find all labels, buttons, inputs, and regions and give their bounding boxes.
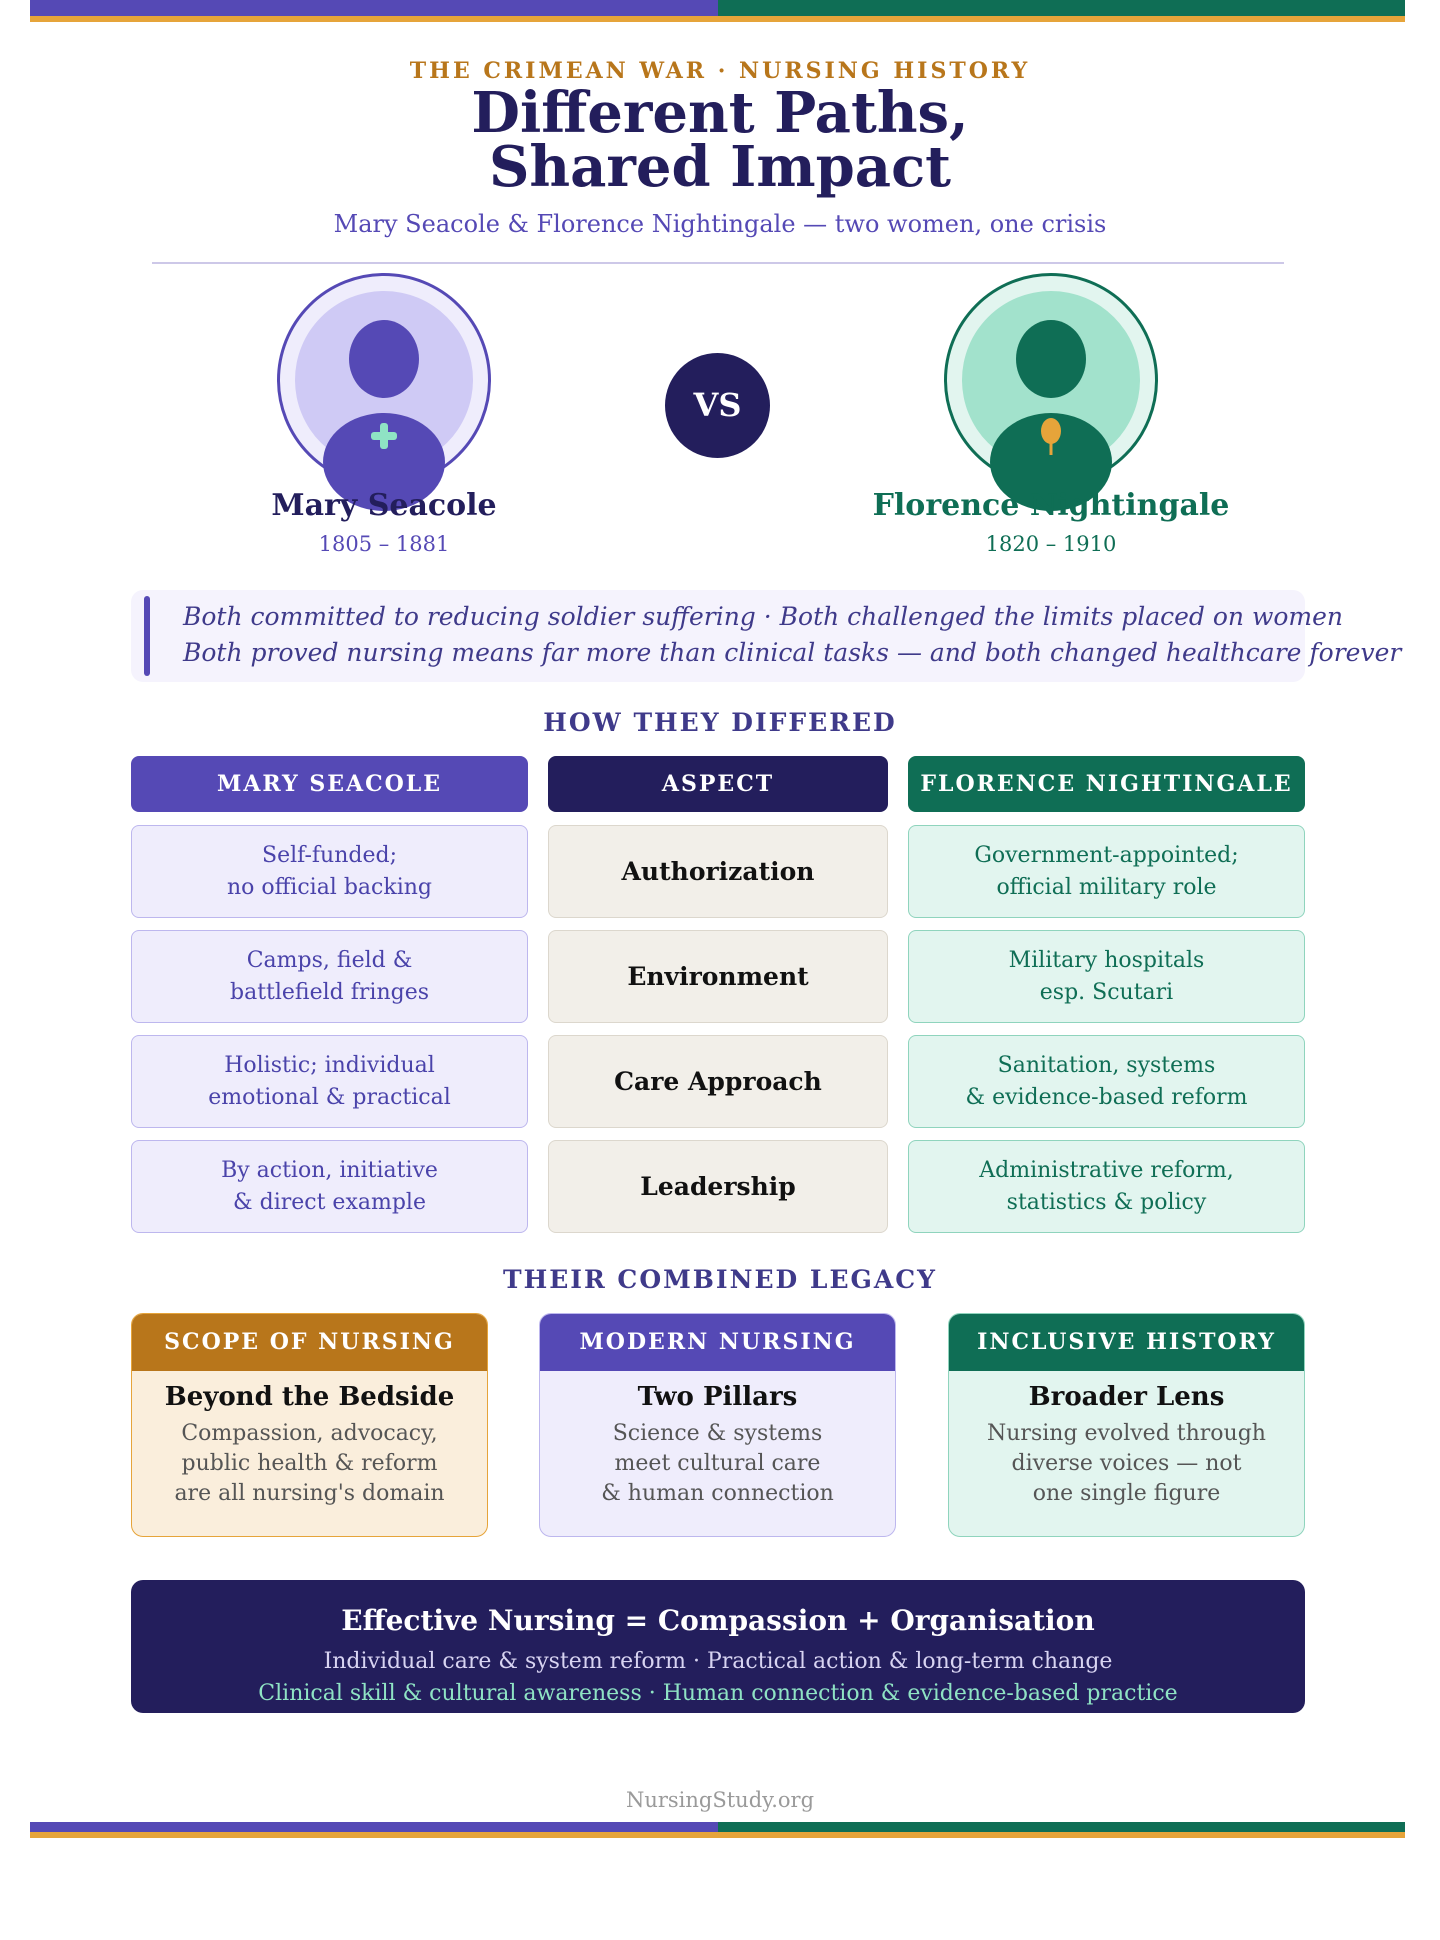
column-header-florence-nightingale: FLORENCE NIGHTINGALE [908, 756, 1305, 812]
kicker: THE CRIMEAN WAR · NURSING HISTORY [409, 58, 1031, 84]
table-cell-seacole: By action, initiative & direct example [131, 1140, 528, 1233]
portrait-head [349, 320, 419, 398]
profile-name-left: Mary Seacole [271, 488, 497, 523]
table-cell-nightingale: Administrative reform, statistics & poli… [908, 1140, 1305, 1233]
accent-bar-gold [30, 1832, 1405, 1838]
accent-bar-gold [30, 16, 1405, 22]
portrait-mary-seacole [277, 273, 491, 511]
profile-years-left: 1805 – 1881 [318, 532, 450, 556]
comparison-title: HOW THEY DIFFERED [543, 708, 897, 737]
effective-nursing-banner: Effective Nursing = Compassion + Organis… [131, 1580, 1305, 1713]
accent-bar-purple [30, 1822, 718, 1832]
legacy-card-body: Compassion, advocacy, public health & re… [174, 1421, 445, 1506]
legacy-card-body: Science & systems meet cultural care & h… [601, 1421, 834, 1506]
legacy-card-inclusive-history: INCLUSIVE HISTORY Broader Lens Nursing e… [948, 1313, 1305, 1537]
vs-badge: VS [665, 353, 770, 458]
accent-bar-green [718, 1822, 1405, 1832]
legacy-card-header: INCLUSIVE HISTORY [949, 1314, 1304, 1371]
title-line-2: Shared Impact [488, 134, 952, 200]
table-cell-seacole: Camps, field & battlefield fringes [131, 930, 528, 1023]
shared-line-2: Both proved nursing means far more than … [183, 638, 1402, 667]
title-line-1: Different Paths, [471, 80, 969, 146]
footer-source: NursingStudy.org [625, 1788, 815, 1812]
legacy-card-modern-nursing: MODERN NURSING Two Pillars Science & sys… [539, 1313, 896, 1537]
formula-line-2: Clinical skill & cultural awareness · Hu… [258, 1681, 1178, 1706]
table-cell-seacole: Self-funded; no official backing [131, 825, 528, 918]
subtitle: Mary Seacole & Florence Nightingale — tw… [333, 210, 1107, 238]
accent-bar-purple [30, 0, 718, 16]
top-accent-bar [30, 0, 1405, 22]
table-cell-nightingale: Sanitation, systems & evidence-based ref… [908, 1035, 1305, 1128]
header-divider [152, 262, 1284, 264]
profile-years-right: 1820 – 1910 [985, 532, 1117, 556]
cross-icon [371, 423, 397, 449]
table-cell-aspect: Authorization [548, 825, 888, 918]
accent-bar-green [718, 0, 1405, 16]
formula-headline: Effective Nursing = Compassion + Organis… [341, 1604, 1095, 1637]
portrait-florence-nightingale [944, 273, 1158, 511]
legacy-card-header: MODERN NURSING [540, 1314, 895, 1371]
table-cell-nightingale: Government-appointed; official military … [908, 825, 1305, 918]
table-cell-aspect: Environment [548, 930, 888, 1023]
column-header-mary-seacole: MARY SEACOLE [131, 756, 528, 812]
legacy-card-subtitle: Two Pillars [637, 1382, 798, 1412]
lamp-flame-icon [1041, 418, 1061, 455]
table-cell-aspect: Leadership [548, 1140, 888, 1233]
callout-accent-bar [144, 596, 150, 676]
table-cell-aspect: Care Approach [548, 1035, 888, 1128]
legacy-card-subtitle: Beyond the Bedside [164, 1382, 455, 1412]
portrait-head [1016, 320, 1086, 398]
column-header-aspect: ASPECT [548, 756, 888, 812]
table-cell-seacole: Holistic; individual emotional & practic… [131, 1035, 528, 1128]
page-title: Different Paths, Shared Impact [0, 80, 1440, 200]
legacy-card-header: SCOPE OF NURSING [132, 1314, 487, 1371]
profile-name-right: Florence Nightingale [872, 488, 1230, 523]
table-cell-nightingale: Military hospitals esp. Scutari [908, 930, 1305, 1023]
legacy-card-subtitle: Broader Lens [1028, 1382, 1225, 1412]
bottom-accent-bar [30, 1822, 1405, 1844]
legacy-card-body: Nursing evolved through diverse voices —… [987, 1421, 1266, 1506]
legacy-title: THEIR COMBINED LEGACY [502, 1265, 938, 1294]
legacy-card-scope-of-nursing: SCOPE OF NURSING Beyond the Bedside Comp… [131, 1313, 488, 1537]
shared-values-callout: Both committed to reducing soldier suffe… [131, 590, 1401, 682]
formula-line-1: Individual care & system reform · Practi… [323, 1649, 1113, 1674]
shared-line-1: Both committed to reducing soldier suffe… [183, 602, 1344, 631]
